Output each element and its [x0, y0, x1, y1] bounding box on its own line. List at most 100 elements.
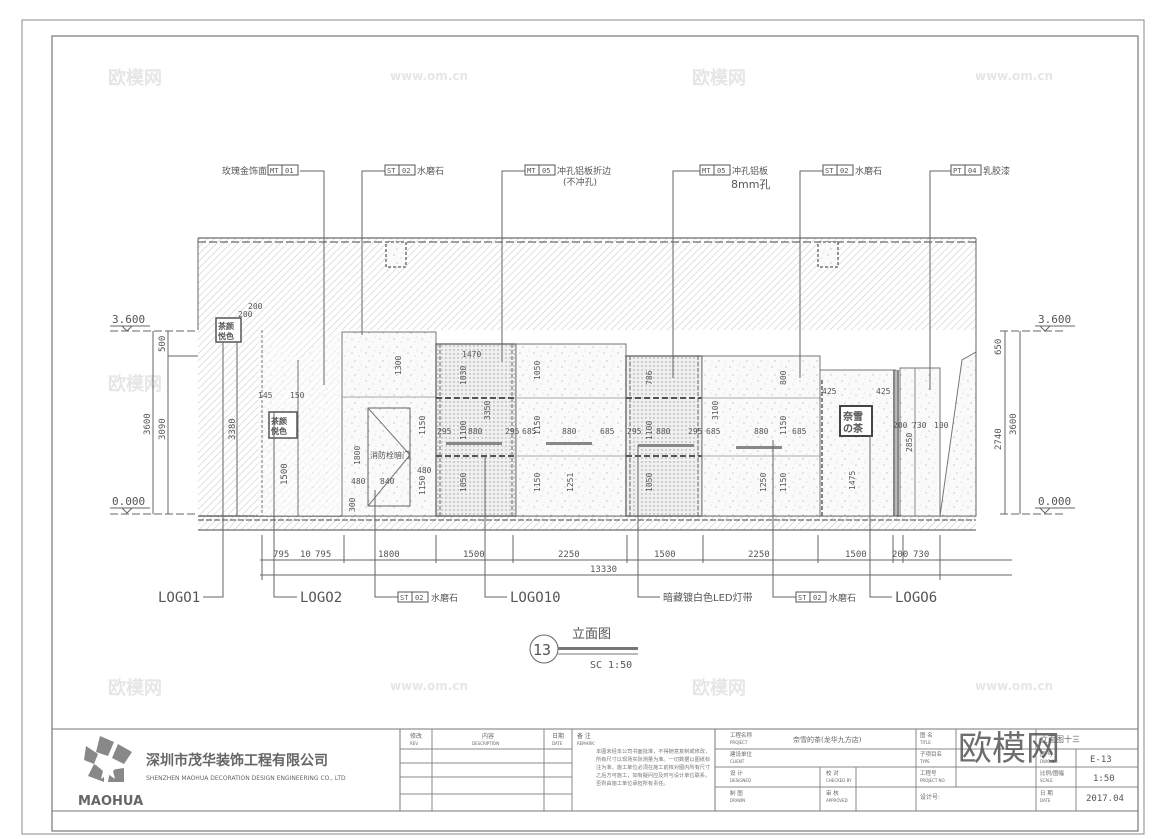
svg-text:1050: 1050	[645, 473, 654, 492]
svg-text:图 名: 图 名	[920, 731, 933, 739]
svg-text:1150: 1150	[418, 476, 427, 495]
svg-text:650: 650	[994, 339, 1004, 355]
svg-text:www.om.cn: www.om.cn	[390, 679, 468, 693]
svg-text:1150: 1150	[779, 473, 788, 492]
svg-text:工程名称: 工程名称	[730, 731, 753, 739]
svg-text:04: 04	[968, 167, 976, 175]
svg-text:200: 200	[248, 302, 263, 311]
led-strips	[446, 442, 782, 449]
svg-text:乳胶漆: 乳胶漆	[983, 165, 1010, 177]
svg-text:425: 425	[822, 387, 837, 396]
bottom-callouts: LOGO1 LOGO2 ST 02 水磨石 LOGO10 暗藏镀白色LED灯带 …	[158, 590, 937, 606]
svg-text:暗藏镀白色LED灯带: 暗藏镀白色LED灯带	[663, 591, 753, 604]
svg-text:200: 200	[892, 550, 908, 560]
svg-text:500: 500	[158, 336, 168, 352]
drawing-title: 13 立面图 SC 1:50	[529, 627, 638, 671]
svg-text:悦色: 悦色	[271, 426, 287, 436]
svg-text:1300: 1300	[394, 356, 403, 375]
svg-text:MT: MT	[527, 167, 536, 175]
svg-text:图 号: 图 号	[1040, 750, 1053, 758]
svg-text:3090: 3090	[158, 418, 168, 440]
svg-text:295: 295	[688, 427, 703, 436]
svg-text:1050: 1050	[533, 361, 542, 380]
floor-slab	[198, 515, 976, 531]
watermark-large: 欧模网	[958, 729, 1060, 769]
svg-text:3.600: 3.600	[1038, 313, 1071, 326]
svg-text:200: 200	[893, 421, 908, 430]
svg-text:DRAWN: DRAWN	[730, 798, 745, 803]
svg-text:MT: MT	[270, 167, 279, 175]
svg-text:685: 685	[792, 427, 807, 436]
svg-text:奈雪的茶(龙华九方店): 奈雪的茶(龙华九方店)	[793, 735, 862, 744]
svg-text:795: 795	[315, 550, 331, 560]
svg-text:日 期: 日 期	[1040, 790, 1053, 797]
svg-text:3350: 3350	[483, 401, 492, 420]
svg-text:PROJECT NO.: PROJECT NO.	[920, 778, 946, 783]
svg-text:子项目名: 子项目名	[920, 750, 942, 758]
inner-dimensions: 1300 1800 消防栓暗门 480 840 480 300 1150 115…	[348, 350, 949, 512]
svg-text:E-13: E-13	[1090, 755, 1112, 765]
svg-text:修改: 修改	[410, 732, 422, 740]
svg-text:1251: 1251	[566, 473, 575, 492]
level-markers: 3.600 0.000 3.600 0.000	[110, 313, 1075, 515]
svg-text:PT: PT	[953, 167, 962, 175]
svg-text:0.000: 0.000	[1038, 495, 1071, 508]
svg-text:880: 880	[656, 427, 671, 436]
svg-text:工程号: 工程号	[920, 769, 937, 777]
svg-text:欧模网: 欧模网	[692, 67, 746, 89]
svg-text:DWG NO.: DWG NO.	[1040, 759, 1059, 764]
svg-text:2017.04: 2017.04	[1086, 794, 1124, 804]
svg-text:内容: 内容	[482, 732, 494, 740]
svg-text:奈雪: 奈雪	[842, 410, 863, 423]
svg-text:730: 730	[912, 421, 927, 430]
svg-text:786: 786	[645, 370, 654, 385]
svg-text:www.om.cn: www.om.cn	[975, 679, 1053, 693]
svg-text:10: 10	[300, 550, 311, 560]
svg-text:1800: 1800	[378, 550, 400, 560]
svg-text:欧模网: 欧模网	[108, 677, 162, 699]
svg-text:840: 840	[380, 477, 395, 486]
svg-text:1150: 1150	[418, 416, 427, 435]
svg-text:MT: MT	[702, 167, 711, 175]
svg-text:2250: 2250	[558, 550, 580, 560]
svg-text:玫瑰金饰面: 玫瑰金饰面	[222, 165, 267, 177]
svg-text:1150: 1150	[533, 416, 542, 435]
svg-text:DESIGNED: DESIGNED	[730, 778, 751, 783]
svg-text:1500: 1500	[845, 550, 867, 560]
left-wall-hatch	[198, 330, 258, 516]
ceiling-slab	[197, 237, 977, 330]
svg-text:1:50: 1:50	[1093, 774, 1115, 784]
svg-text:02: 02	[415, 594, 423, 602]
svg-text:1500: 1500	[654, 550, 676, 560]
inner-border	[51, 35, 1139, 832]
logo6-sign: 奈雪 の茶	[839, 405, 873, 437]
svg-text:www.om.cn: www.om.cn	[390, 69, 468, 83]
svg-text:1470: 1470	[462, 350, 481, 359]
svg-text:200: 200	[238, 310, 253, 319]
svg-text:ST: ST	[387, 167, 396, 175]
svg-text:480: 480	[351, 477, 366, 486]
bottom-callout-leaders	[203, 342, 892, 598]
svg-text:水磨石: 水磨石	[855, 165, 882, 177]
svg-text:水磨石: 水磨石	[417, 165, 444, 177]
svg-text:1800: 1800	[353, 446, 362, 465]
svg-text:13330: 13330	[590, 565, 617, 575]
svg-text:02: 02	[813, 594, 821, 602]
top-callouts: 玫瑰金饰面 MT 01 ST 02 水磨石 MT 05 冲孔铝板折边 (不冲孔)…	[222, 164, 1010, 191]
svg-text:ST: ST	[798, 594, 807, 602]
svg-text:480: 480	[417, 466, 432, 475]
svg-text:PROJECT: PROJECT	[730, 740, 748, 745]
svg-text:SCALE: SCALE	[1040, 778, 1053, 783]
svg-text:13: 13	[533, 641, 551, 659]
svg-text:1100: 1100	[645, 421, 654, 440]
svg-text:05: 05	[542, 167, 550, 175]
svg-text:1030: 1030	[459, 366, 468, 385]
svg-text:LOGO2: LOGO2	[300, 590, 342, 606]
svg-text:REMARK:: REMARK:	[577, 741, 595, 746]
svg-text:1500: 1500	[280, 463, 290, 485]
svg-text:欧模网: 欧模网	[108, 67, 162, 89]
svg-text:茶颜: 茶颜	[217, 321, 234, 331]
svg-text:SC 1:50: SC 1:50	[590, 660, 632, 671]
svg-text:TYPE: TYPE	[919, 759, 930, 764]
svg-text:欧模网: 欧模网	[692, 677, 746, 699]
